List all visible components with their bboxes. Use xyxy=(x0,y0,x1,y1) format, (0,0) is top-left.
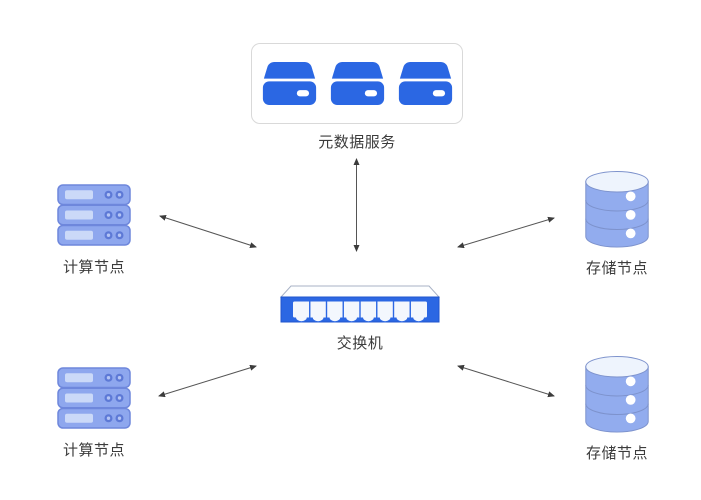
edge-switch-compute-node-top xyxy=(159,214,257,249)
server-rack-icon xyxy=(57,367,131,429)
server-rack-icon xyxy=(57,184,131,246)
edge-switch-storage-node-top xyxy=(457,216,555,249)
metadata-service-label: 元数据服务 xyxy=(318,134,396,151)
metadata-service-box xyxy=(251,43,463,124)
storage-node-top-label: 存储节点 xyxy=(585,260,648,277)
database-cylinder-icon xyxy=(585,355,649,433)
hard-drive-icon xyxy=(330,61,384,106)
node-metadata-service: 元数据服务 xyxy=(251,43,463,152)
edge-switch-storage-node-bottom xyxy=(457,364,555,398)
node-compute-top: 计算节点 xyxy=(50,184,138,277)
compute-node-top-label: 计算节点 xyxy=(62,259,125,276)
hard-drive-icon xyxy=(398,61,452,106)
edge-switch-compute-node-bottom xyxy=(158,364,257,398)
node-switch: 交换机 xyxy=(280,285,440,353)
database-cylinder-icon xyxy=(585,170,649,248)
hard-drive-icon xyxy=(262,61,316,106)
node-storage-top: 存储节点 xyxy=(584,170,650,278)
network-switch-icon xyxy=(280,285,440,323)
switch-ports xyxy=(294,301,426,323)
switch-label: 交换机 xyxy=(336,335,384,352)
compute-node-bottom-label: 计算节点 xyxy=(62,442,125,459)
node-storage-bottom: 存储节点 xyxy=(584,355,650,463)
node-compute-bottom: 计算节点 xyxy=(50,367,138,460)
storage-node-bottom-label: 存储节点 xyxy=(585,445,648,462)
